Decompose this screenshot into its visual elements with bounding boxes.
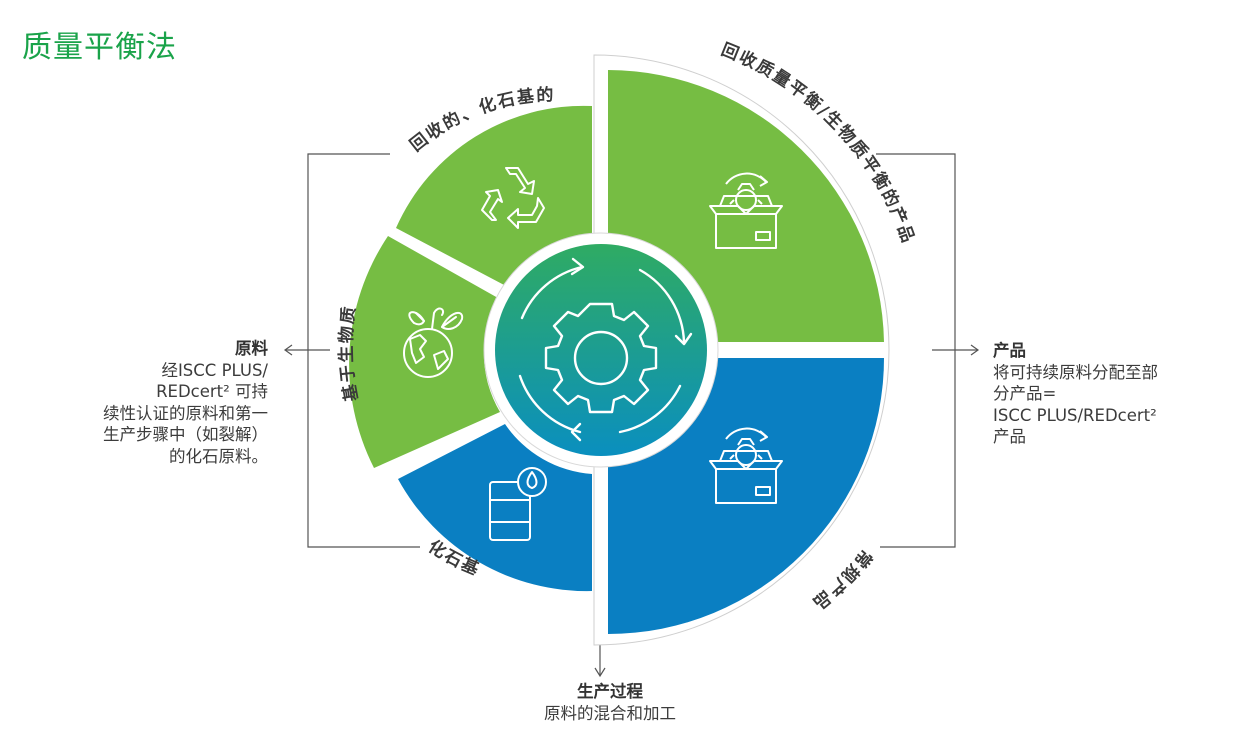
raw-material-description: 原料 经ISCC PLUS/ REDcert² 可持 续性认证的原料和第一 生产… bbox=[38, 338, 268, 467]
raw-material-heading: 原料 bbox=[235, 339, 268, 358]
segment-bio-based bbox=[349, 236, 500, 468]
product-line: 将可持续原料分配至部 bbox=[993, 362, 1158, 382]
globe-leaves-icon bbox=[403, 307, 464, 378]
product-box-gear-icon bbox=[709, 427, 783, 504]
raw-material-line: 续性认证的原料和第一 bbox=[103, 403, 268, 423]
gear-cycle-icon bbox=[518, 257, 693, 442]
process-heading: 生产过程 bbox=[577, 682, 643, 701]
process-description: 生产过程 原料的混合和加工 bbox=[440, 681, 780, 724]
center-process bbox=[495, 244, 707, 456]
product-box-gear-icon bbox=[709, 172, 783, 249]
raw-material-line: 的化石原料。 bbox=[169, 446, 268, 466]
segment-recycled-fossil bbox=[396, 105, 592, 287]
left-bracket bbox=[283, 153, 420, 548]
product-line: ISCC PLUS/REDcert² bbox=[993, 405, 1157, 425]
product-description: 产品 将可持续原料分配至部 分产品= ISCC PLUS/REDcert² 产品 bbox=[993, 340, 1203, 448]
segment-fossil-based bbox=[398, 424, 592, 592]
segment-label-conventional: 常规产品 bbox=[807, 545, 876, 613]
right-bracket bbox=[876, 153, 980, 548]
oil-barrel-icon bbox=[489, 467, 547, 541]
product-line: 产品 bbox=[993, 427, 1026, 446]
recycle-icon bbox=[481, 167, 545, 229]
raw-material-line: REDcert² 可持 bbox=[156, 382, 268, 401]
product-line: 分产品= bbox=[993, 384, 1057, 403]
raw-material-line: 生产步骤中（如裂解） bbox=[103, 425, 268, 444]
process-subtitle: 原料的混合和加工 bbox=[544, 703, 676, 723]
raw-material-line: 经ISCC PLUS/ bbox=[161, 360, 268, 380]
product-heading: 产品 bbox=[993, 341, 1026, 360]
page-title: 质量平衡法 bbox=[22, 30, 177, 65]
